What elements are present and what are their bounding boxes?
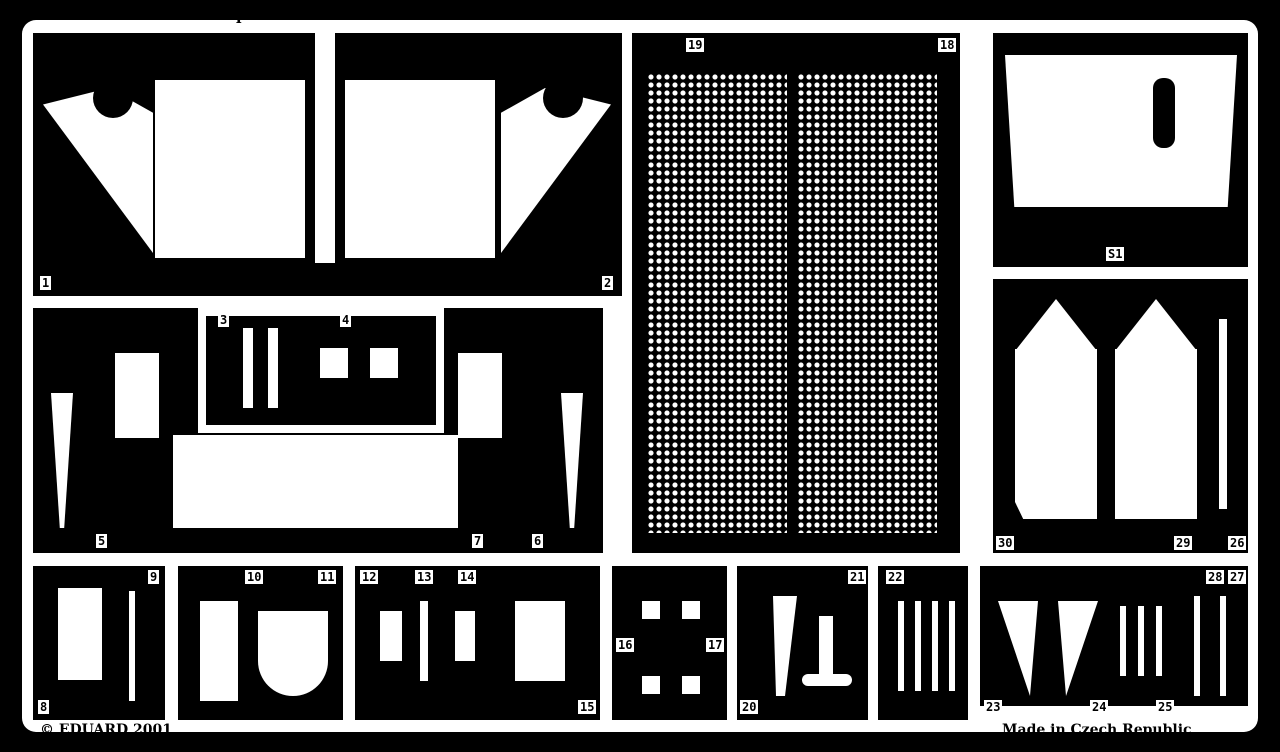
part-29-tip	[1115, 299, 1197, 351]
part-25a	[1120, 606, 1126, 676]
part-1-wing	[43, 88, 153, 253]
panel-parts-20-21	[737, 566, 868, 720]
panel-parts-1-2	[33, 33, 622, 296]
part-number: 28	[1206, 570, 1225, 584]
part-number: 19	[686, 38, 705, 52]
part-6-blade	[561, 393, 583, 528]
part-17b	[682, 676, 700, 694]
part-24	[1058, 601, 1098, 696]
part-number: 18	[938, 38, 957, 52]
part-number: 8	[38, 700, 50, 714]
part-number: 1	[40, 276, 52, 290]
part-18-mesh	[797, 73, 937, 533]
part-number: 11	[318, 570, 337, 584]
part-19-mesh	[647, 73, 787, 533]
part-27	[1220, 596, 1226, 696]
part-25b	[1138, 606, 1144, 676]
part-number: 3	[218, 313, 230, 327]
part-number: 9	[148, 570, 160, 584]
fret-subtitle: part I	[236, 6, 284, 24]
center-strip	[311, 33, 339, 263]
part-17a	[682, 601, 700, 619]
part-29	[1115, 349, 1197, 519]
part-S1-plate	[1005, 55, 1237, 207]
part-number: 30	[996, 536, 1015, 550]
part-4b	[370, 348, 398, 378]
part-9	[129, 591, 135, 701]
part-number: 29	[1174, 536, 1193, 550]
part-number: 26	[1228, 536, 1247, 550]
fret-title: 35 857 StuG.IV	[34, 6, 162, 24]
part-3b	[268, 328, 278, 408]
part-22a	[898, 601, 904, 691]
panel-part-22	[878, 566, 968, 720]
part-30-tip	[1015, 299, 1097, 351]
panel-parts-3-7	[33, 308, 603, 553]
panel-parts-23-28	[980, 566, 1248, 706]
part-15	[515, 601, 565, 681]
part-6-plate	[458, 353, 502, 438]
part-5-blade	[51, 393, 73, 528]
part-number: 16	[616, 638, 635, 652]
part-3a	[243, 328, 253, 408]
part-13	[420, 601, 428, 681]
brand-logo: eduard	[1160, 6, 1220, 24]
part-number: 13	[415, 570, 434, 584]
panel-mesh-18-19	[632, 33, 960, 553]
part-23	[998, 601, 1038, 696]
panel-part-S1	[993, 33, 1248, 267]
part-number: 6	[532, 534, 544, 548]
part-number: S1	[1106, 247, 1125, 261]
part-21-base	[802, 674, 852, 686]
part-number: 10	[245, 570, 264, 584]
part-number: 27	[1228, 570, 1247, 584]
part-4a	[320, 348, 348, 378]
part-number: 22	[886, 570, 905, 584]
part-number: 12	[360, 570, 379, 584]
panel-parts-26-29-30	[993, 279, 1248, 553]
part-number: 7	[472, 534, 484, 548]
panel-parts-12-15	[355, 566, 600, 720]
part-number: 24	[1090, 700, 1109, 714]
part-number: 21	[848, 570, 867, 584]
part-number: 14	[458, 570, 477, 584]
part-8	[58, 588, 102, 680]
part-10	[200, 601, 238, 701]
origin-text: Made in Czech Republic	[1002, 722, 1192, 738]
part-1-plate	[155, 80, 305, 258]
part-22c	[932, 601, 938, 691]
part-number: 2	[602, 276, 614, 290]
part-14	[455, 611, 475, 661]
part-2-plate	[345, 80, 495, 258]
part-22b	[915, 601, 921, 691]
part-21	[819, 616, 833, 676]
part-5-plate	[115, 353, 159, 438]
part-26-rod	[1219, 319, 1227, 509]
part-30	[1015, 349, 1097, 519]
part-25c	[1156, 606, 1162, 676]
part-16b	[642, 676, 660, 694]
part-20	[773, 596, 797, 696]
part-22d	[949, 601, 955, 691]
part-number: 4	[340, 313, 352, 327]
part-number: 25	[1156, 700, 1175, 714]
part-28	[1194, 596, 1200, 696]
part-number: 5	[96, 534, 108, 548]
part-number: 20	[740, 700, 759, 714]
part-16a	[642, 601, 660, 619]
panel-parts-10-11	[178, 566, 343, 720]
part-number: 15	[578, 700, 597, 714]
panel-parts-8-9	[33, 566, 165, 720]
part-number: 23	[984, 700, 1003, 714]
part-number: 17	[706, 638, 725, 652]
part-12	[380, 611, 402, 661]
copyright: © EDUARD 2001	[40, 722, 172, 738]
part-7-box	[173, 435, 458, 528]
part-11-shovel	[258, 611, 328, 696]
